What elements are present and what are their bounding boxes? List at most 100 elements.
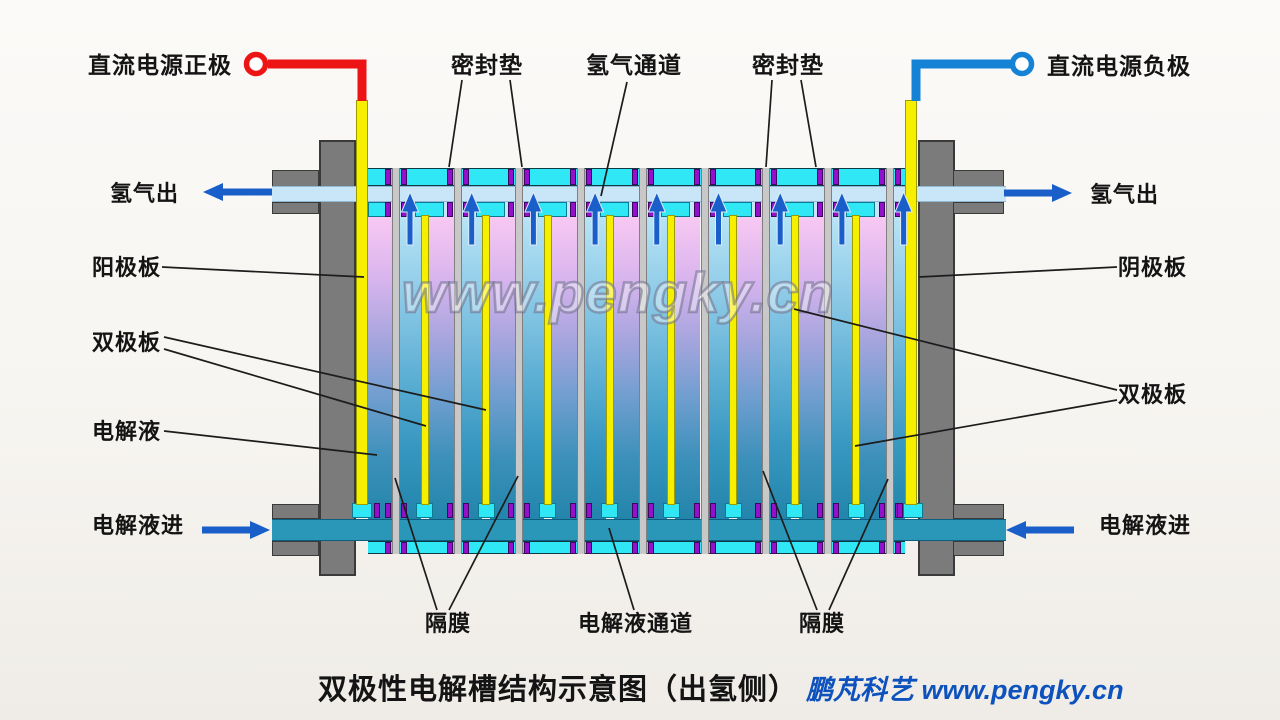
seal-gasket-bar xyxy=(446,542,453,554)
compartment-anode-side xyxy=(675,217,701,519)
seal-gasket-bar xyxy=(771,542,778,554)
bipolar-plate-bar xyxy=(543,215,552,505)
label-dc-positive: 直流电源正极 xyxy=(88,52,232,78)
diaphragm-plate xyxy=(700,168,709,554)
seal-gasket-bar xyxy=(570,542,577,554)
pipe-collar-right xyxy=(953,504,1004,519)
seal-gasket-bar xyxy=(709,169,716,185)
leader-line xyxy=(800,79,817,168)
diaphragm-plate xyxy=(638,168,647,554)
compartment-cathode-side xyxy=(770,217,791,519)
leader-line xyxy=(163,336,487,411)
bipolar-plate-bar xyxy=(420,215,429,505)
seal-gasket-bar xyxy=(816,202,823,217)
seal-gasket-bar xyxy=(693,202,700,217)
hydrogen-up-arrow xyxy=(585,190,605,246)
compartment-cathode-side xyxy=(523,217,544,519)
compartment-anode-side xyxy=(737,217,763,519)
label-hydrogen-out-left: 氢气出 xyxy=(110,181,180,206)
compartment-anode-side xyxy=(551,217,578,519)
pipe-collar-left xyxy=(272,541,319,556)
seal-gasket-bar xyxy=(586,503,593,518)
diagram-caption: 双极性电解槽结构示意图（出氢侧）鹏芃科艺 www.pengky.cn xyxy=(318,666,1124,708)
label-bipolar-plate-right: 双极板 xyxy=(1118,382,1188,407)
frame-post-left xyxy=(319,140,356,576)
seal-gasket-bar xyxy=(878,202,885,217)
seal-gasket-bar xyxy=(709,542,716,554)
leader-line xyxy=(163,430,378,456)
seal-gasket-bar xyxy=(878,503,885,518)
label-seal-gasket-right: 密封垫 xyxy=(752,52,824,78)
bipolar-plate-bar xyxy=(605,215,614,505)
compartment-anode-side xyxy=(428,217,454,519)
seal-gasket-bar xyxy=(832,169,839,185)
diaphragm-plate xyxy=(515,168,524,554)
hydrogen-out-arrow-left xyxy=(203,183,272,201)
seal-gasket-bar xyxy=(894,169,901,185)
seal-gasket-bar xyxy=(709,503,716,518)
seal-gasket-bar xyxy=(894,542,901,554)
caption-main: 双极性电解槽结构示意图（出氢侧） xyxy=(318,674,799,706)
seal-gasket-bar xyxy=(524,542,531,554)
diaphragm-plate xyxy=(453,168,462,554)
seal-gasket-bar xyxy=(462,503,469,518)
leader-line xyxy=(918,266,1118,278)
hydrogen-up-arrow xyxy=(709,190,728,246)
electrolyte-in-arrow-left xyxy=(202,521,270,539)
electrolyte-in-arrow-right xyxy=(1006,521,1074,539)
seal-gasket-bar xyxy=(771,503,778,518)
seal-gasket-bar xyxy=(570,202,577,217)
compartment-anode-side xyxy=(490,217,516,519)
seal-gasket-bar xyxy=(693,503,700,518)
compartment-anode-side xyxy=(860,217,886,519)
diaphragm-plate xyxy=(885,168,894,554)
seal-gasket-bar xyxy=(570,169,577,185)
seal-gasket-bar xyxy=(816,503,823,518)
seal-gasket-bar xyxy=(462,169,469,185)
seal-gasket-bar xyxy=(508,202,515,217)
leader-line xyxy=(600,81,628,197)
compartment-cathode-side xyxy=(708,217,729,519)
bipolar-plate-bar xyxy=(482,215,491,505)
leader-line xyxy=(394,477,438,611)
label-seal-gasket-left: 密封垫 xyxy=(451,52,523,78)
seal-gasket-bar xyxy=(878,169,885,185)
seal-gasket-bar xyxy=(693,169,700,185)
label-diaphragm-right: 隔膜 xyxy=(799,611,846,636)
seal-gasket-bar xyxy=(401,542,407,554)
seal-gasket-bar xyxy=(385,542,391,554)
label-anode-plate: 阳极板 xyxy=(92,255,162,280)
seal-gasket-bar xyxy=(816,542,823,554)
terminal-negative xyxy=(1009,51,1035,77)
seal-gasket-bar xyxy=(631,202,638,217)
diaphragm-plate xyxy=(577,168,586,554)
hydrogen-up-arrow xyxy=(647,190,667,246)
seal-gasket-bar xyxy=(586,169,593,185)
leader-line xyxy=(448,79,463,168)
seal-gasket-bar xyxy=(446,202,453,217)
label-hydrogen-channel: 氢气通道 xyxy=(586,52,682,78)
seal-gasket-bar xyxy=(631,503,638,518)
label-dc-negative: 直流电源负极 xyxy=(1047,53,1191,79)
hydrogen-out-arrow-right xyxy=(1004,184,1072,202)
hydrogen-up-arrow xyxy=(770,190,790,246)
bipolar-plate-bar xyxy=(790,215,799,505)
seal-gasket-bar xyxy=(755,542,762,554)
pipe-collar-right xyxy=(953,541,1004,556)
seal-gasket-bar xyxy=(508,542,515,554)
label-hydrogen-out-right: 氢气出 xyxy=(1090,182,1160,207)
hydrogen-up-arrow xyxy=(524,190,543,246)
hydrogen-up-arrow xyxy=(400,190,420,246)
seal-gasket-bar xyxy=(832,503,839,518)
hydrogen-up-arrow xyxy=(894,190,913,246)
pipe-collar-left xyxy=(272,504,319,519)
compartment-cathode-side xyxy=(461,217,483,519)
label-electrolyte-in-left: 电解液进 xyxy=(92,513,185,538)
leader-line xyxy=(448,475,519,611)
seal-gasket-bar xyxy=(631,542,638,554)
seal-gasket-bar xyxy=(385,202,391,217)
seal-gasket-bar xyxy=(755,169,762,185)
seal-gasket-bar xyxy=(446,169,453,185)
